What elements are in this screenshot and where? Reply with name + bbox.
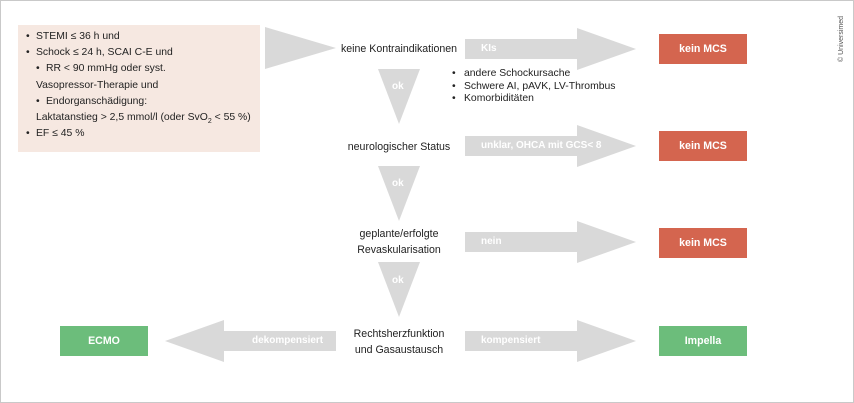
step-revask-line2: Revaskularisation — [357, 244, 441, 256]
bullet: • — [26, 128, 30, 140]
kis-arrow — [465, 28, 636, 70]
criterion-stemi: • STEMI ≤ 36 h und — [26, 29, 260, 45]
bullet: • — [36, 95, 40, 107]
kis-label: KIs — [481, 43, 497, 54]
outcome-kein-mcs-3: kein MCS — [659, 228, 747, 258]
dekompensiert-label: dekompensiert — [252, 335, 324, 346]
revask-nein-label: nein — [481, 236, 502, 247]
criterion-rr: • RR < 90 mmHg oder syst. — [26, 61, 260, 77]
criterion-svo2-threshold: < 55 %) — [211, 112, 251, 124]
criterion-schock-text: Schock ≤ 24 h, SCAI C-E und — [36, 47, 173, 59]
criterion-rr-cont: Vasopressor-Therapie und — [26, 78, 260, 94]
criterion-lactate-text: Laktatanstieg > 2,5 mmol/l (oder SvO — [36, 112, 208, 124]
criterion-rr-text-2: Vasopressor-Therapie und — [36, 79, 159, 91]
criterion-organ-text: Endorganschädigung: — [46, 95, 148, 107]
ok-arrow-3 — [378, 262, 420, 317]
ki-note-text: andere Schockursache — [464, 68, 571, 79]
ok-arrow-1 — [378, 69, 420, 124]
outcome-kein-mcs-2: kein MCS — [659, 131, 747, 161]
ok-arrow-2 — [378, 166, 420, 221]
bullet: • — [26, 47, 30, 59]
bullet: • — [452, 68, 456, 79]
ok-label-2: ok — [392, 178, 404, 189]
copyright-credit: © Universimed — [838, 15, 845, 62]
ki-notes-list: • andere Schockursache • Schwere AI, pAVK,… — [452, 68, 616, 106]
ki-note-item: • Schwere AI, pAVK, LV-Thrombus — [452, 81, 616, 94]
kompensiert-arrow — [465, 320, 636, 362]
criterion-organ: • Endorganschädigung: — [26, 94, 260, 110]
step-neuro-text: neurologischer Status — [347, 141, 451, 153]
criterion-ef-text: EF ≤ 45 % — [36, 128, 85, 140]
ki-note-item: • Komorbiditäten — [452, 93, 616, 106]
bullet: • — [452, 80, 456, 92]
neuro-exclusion-label: unklar, OHCA mit GCS< 8 — [481, 140, 602, 151]
bullet: • — [36, 63, 40, 75]
ki-note-text: Schwere AI, pAVK, LV-Thrombus — [464, 80, 616, 92]
outcome-kein-mcs-1: kein MCS — [659, 34, 747, 64]
dekompensiert-arrow — [165, 320, 336, 362]
ki-note-item: • andere Schockursache — [452, 68, 616, 81]
revask-arrow — [465, 221, 636, 263]
bullet: • — [26, 31, 30, 42]
step-neuro: neurologischer Status — [309, 139, 489, 155]
bullet: • — [452, 93, 456, 104]
ok-label-3: ok — [392, 275, 404, 286]
criterion-organ-cont: Laktatanstieg > 2,5 mmol/l (oder SvO2 < … — [26, 110, 260, 126]
step-kontraindikationen-text: keine Kontraindikationen — [340, 43, 458, 55]
step-rechts-line2: und Gasaustausch — [354, 344, 444, 356]
step-rechtsherz: Rechtsherzfunktion und Gasaustausch — [309, 326, 489, 358]
outcome-ecmo: ECMO — [60, 326, 148, 356]
criterion-stemi-text: STEMI ≤ 36 h und — [36, 31, 120, 42]
step-kontraindikationen: keine Kontraindikationen — [309, 41, 489, 57]
step-revask-line1: geplante/erfolgte — [359, 228, 439, 240]
criterion-schock: • Schock ≤ 24 h, SCAI C-E und — [26, 45, 260, 61]
neuro-arrow — [465, 125, 636, 167]
step-revaskularisation: geplante/erfolgte Revaskularisation — [309, 226, 489, 258]
inclusion-criteria-box: • STEMI ≤ 36 h und • Schock ≤ 24 h, SCAI C… — [18, 25, 260, 152]
ok-label-1: ok — [392, 81, 404, 92]
criterion-ef: • EF ≤ 45 % — [26, 126, 260, 142]
svo2-subscript: 2 — [207, 118, 212, 126]
kompensiert-label: kompensiert — [481, 335, 541, 346]
criterion-rr-text: RR < 90 mmHg oder syst. — [46, 63, 166, 75]
entry-arrow — [265, 27, 336, 69]
outcome-impella: Impella — [659, 326, 747, 356]
ki-note-text: Komorbiditäten — [464, 93, 534, 104]
step-rechts-line1: Rechtsherzfunktion — [353, 328, 445, 340]
